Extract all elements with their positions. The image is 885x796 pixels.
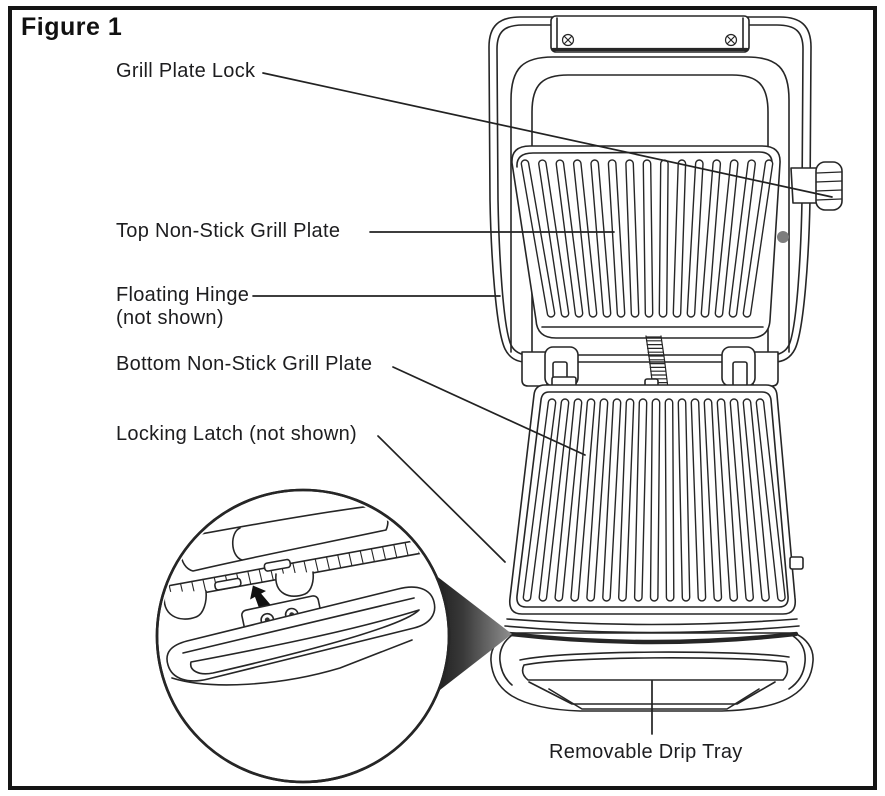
grill-plate-lock-knob [791, 162, 842, 210]
leader-bottom-plate [393, 367, 585, 455]
hinge-right [722, 347, 778, 386]
leader-lines [253, 73, 832, 734]
handle-tube [511, 57, 789, 352]
top-grill-plate [512, 146, 780, 338]
figure-title: Figure 1 [21, 13, 123, 41]
leader-locking-latch [378, 436, 505, 562]
screw-icon [726, 35, 737, 46]
label-grill-plate-lock: Grill Plate Lock [116, 60, 256, 82]
latch-detail-inset [156, 490, 455, 782]
bottom-grill-plate [510, 377, 803, 614]
handle [551, 16, 749, 52]
label-drip-tray: Removable Drip Tray [549, 741, 743, 763]
base-drip-tray [491, 619, 813, 711]
latch-hook [164, 591, 206, 619]
coil-rungs [646, 337, 668, 386]
bottom-plate-ribs [523, 399, 785, 601]
leader-grill-plate-lock [263, 73, 832, 197]
label-floating-hinge: Floating Hinge (not shown) [116, 284, 249, 330]
label-locking-latch: Locking Latch (not shown) [116, 423, 357, 445]
label-floating-hinge-line2: (not shown) [116, 307, 224, 329]
latch-hook [276, 572, 313, 596]
label-floating-hinge-line1: Floating Hinge [116, 284, 250, 306]
hinge-pin [777, 231, 789, 243]
label-top-plate: Top Non-Stick Grill Plate [116, 220, 341, 242]
latch-arrow-icon [250, 585, 271, 611]
screw-icon [563, 35, 574, 46]
side-tab [790, 557, 803, 569]
inset-lid-bar [181, 506, 388, 571]
label-bottom-plate: Bottom Non-Stick Grill Plate [116, 353, 373, 375]
top-plate-ribs [521, 160, 772, 317]
